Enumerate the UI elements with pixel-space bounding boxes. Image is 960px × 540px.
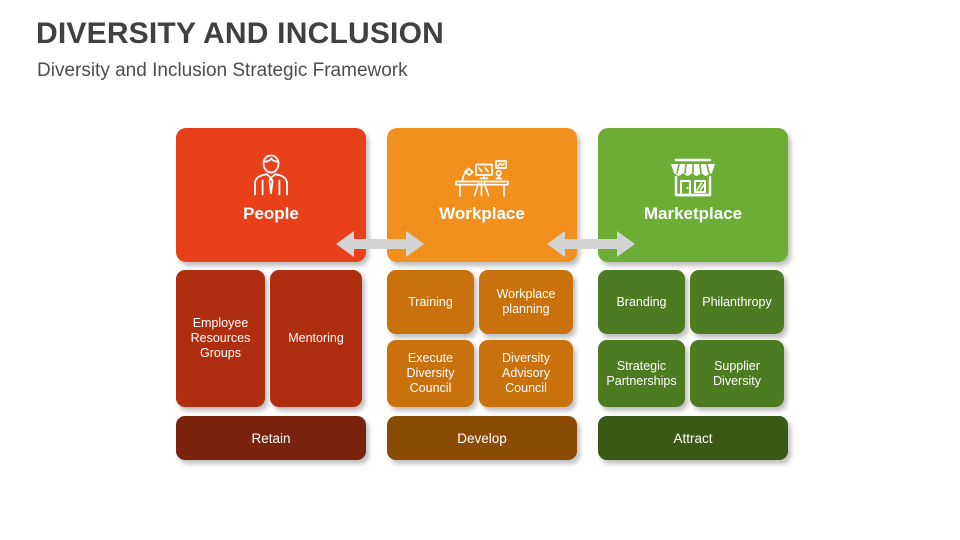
- sub-card[interactable]: Execute Diversity Council: [387, 340, 474, 407]
- column-marketplace: Marketplace Branding Philanthropy Strate…: [598, 128, 788, 460]
- pillar-label-marketplace: Marketplace: [643, 204, 743, 223]
- pillar-card-marketplace[interactable]: Marketplace: [598, 128, 788, 262]
- page-title: DIVERSITY AND INCLUSION: [36, 17, 444, 50]
- sub-card-group-marketplace: Branding Philanthropy Strategic Partners…: [598, 270, 788, 407]
- storefront-icon: [666, 148, 720, 202]
- footer-card-develop[interactable]: Develop: [387, 416, 577, 460]
- sub-card[interactable]: Diversity Advisory Council: [479, 340, 573, 407]
- footer-card-retain[interactable]: Retain: [176, 416, 366, 460]
- sub-card[interactable]: Branding: [598, 270, 685, 334]
- page-subtitle: Diversity and Inclusion Strategic Framew…: [37, 60, 408, 81]
- sub-card[interactable]: Supplier Diversity: [690, 340, 784, 407]
- double-headed-arrow-icon: [336, 231, 424, 257]
- sub-card-group-people: Employee Resources Groups Mentoring: [176, 270, 366, 407]
- footer-card-attract[interactable]: Attract: [598, 416, 788, 460]
- sub-card[interactable]: Mentoring: [270, 270, 362, 407]
- sub-card-group-workplace: Training Workplace planning Execute Dive…: [387, 270, 577, 407]
- businessperson-icon: [249, 148, 293, 202]
- sub-card[interactable]: Employee Resources Groups: [176, 270, 265, 407]
- workplace-marketplace-arrow: [547, 229, 635, 259]
- pillar-card-workplace[interactable]: Workplace: [387, 128, 577, 262]
- people-workplace-arrow: [336, 229, 424, 259]
- sub-card[interactable]: Workplace planning: [479, 270, 573, 334]
- pillar-label-workplace: Workplace: [439, 204, 525, 223]
- column-people: People Employee Resources Groups Mentori…: [176, 128, 366, 460]
- sub-card[interactable]: Training: [387, 270, 474, 334]
- sub-card[interactable]: Philanthropy: [690, 270, 784, 334]
- pillar-card-people[interactable]: People: [176, 128, 366, 262]
- sub-card[interactable]: Strategic Partnerships: [598, 340, 685, 407]
- double-headed-arrow-icon: [547, 231, 635, 257]
- pillar-label-people: People: [243, 204, 299, 223]
- workstation-desk-icon: [453, 148, 511, 202]
- column-workplace: Workplace Training Workplace planning Ex…: [387, 128, 577, 460]
